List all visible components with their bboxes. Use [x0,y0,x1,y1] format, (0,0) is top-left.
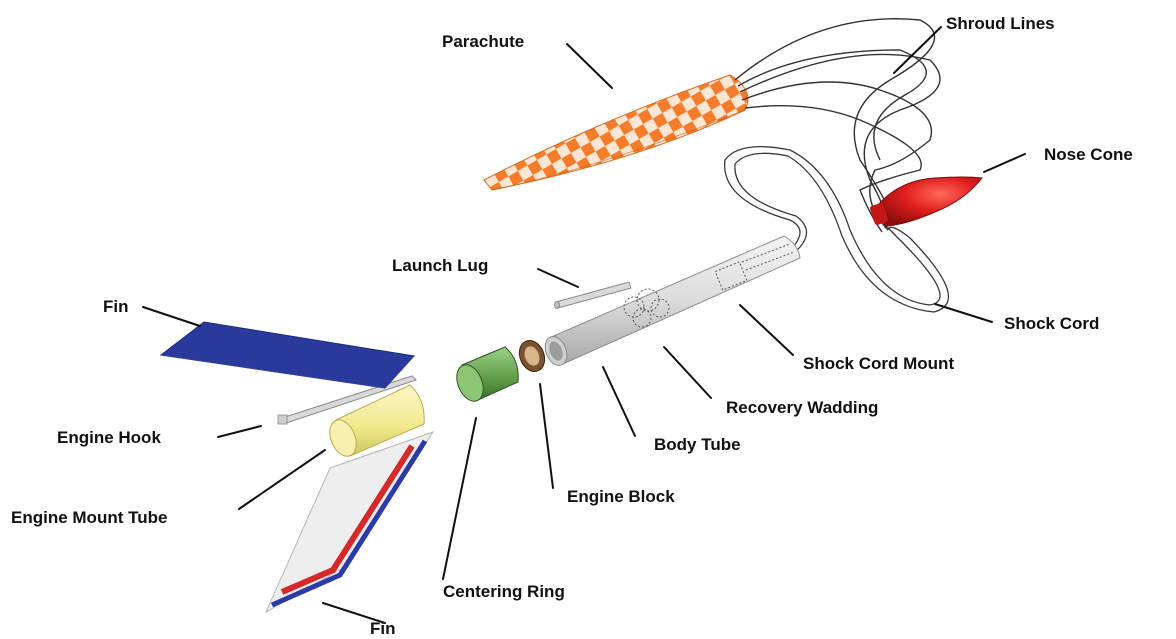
label-nose-cone: Nose Cone [1044,145,1133,164]
label-centering-ring: Centering Ring [443,582,565,601]
nose-cone [869,177,982,226]
fin-bottom [266,432,433,612]
label-engine-hook: Engine Hook [57,428,161,447]
label-fin-top: Fin [103,297,129,316]
engine-block [515,337,549,376]
launch-lug [555,282,632,309]
label-fin-bottom: Fin [370,619,396,638]
centering-ring [452,347,518,405]
label-parachute: Parachute [442,32,524,51]
label-body-tube: Body Tube [654,435,741,454]
parachute [484,75,748,190]
label-shock-cord-mount: Shock Cord Mount [803,354,954,373]
label-recovery-wadding: Recovery Wadding [726,398,878,417]
fin-top [161,322,414,388]
label-launch-lug: Launch Lug [392,256,488,275]
label-shock-cord: Shock Cord [1004,314,1099,333]
labels: Parachute Shroud Lines Nose Cone Launch … [11,14,1133,638]
label-engine-mount-tube: Engine Mount Tube [11,508,167,527]
label-engine-block: Engine Block [567,487,675,506]
label-shroud-lines: Shroud Lines [946,14,1055,33]
